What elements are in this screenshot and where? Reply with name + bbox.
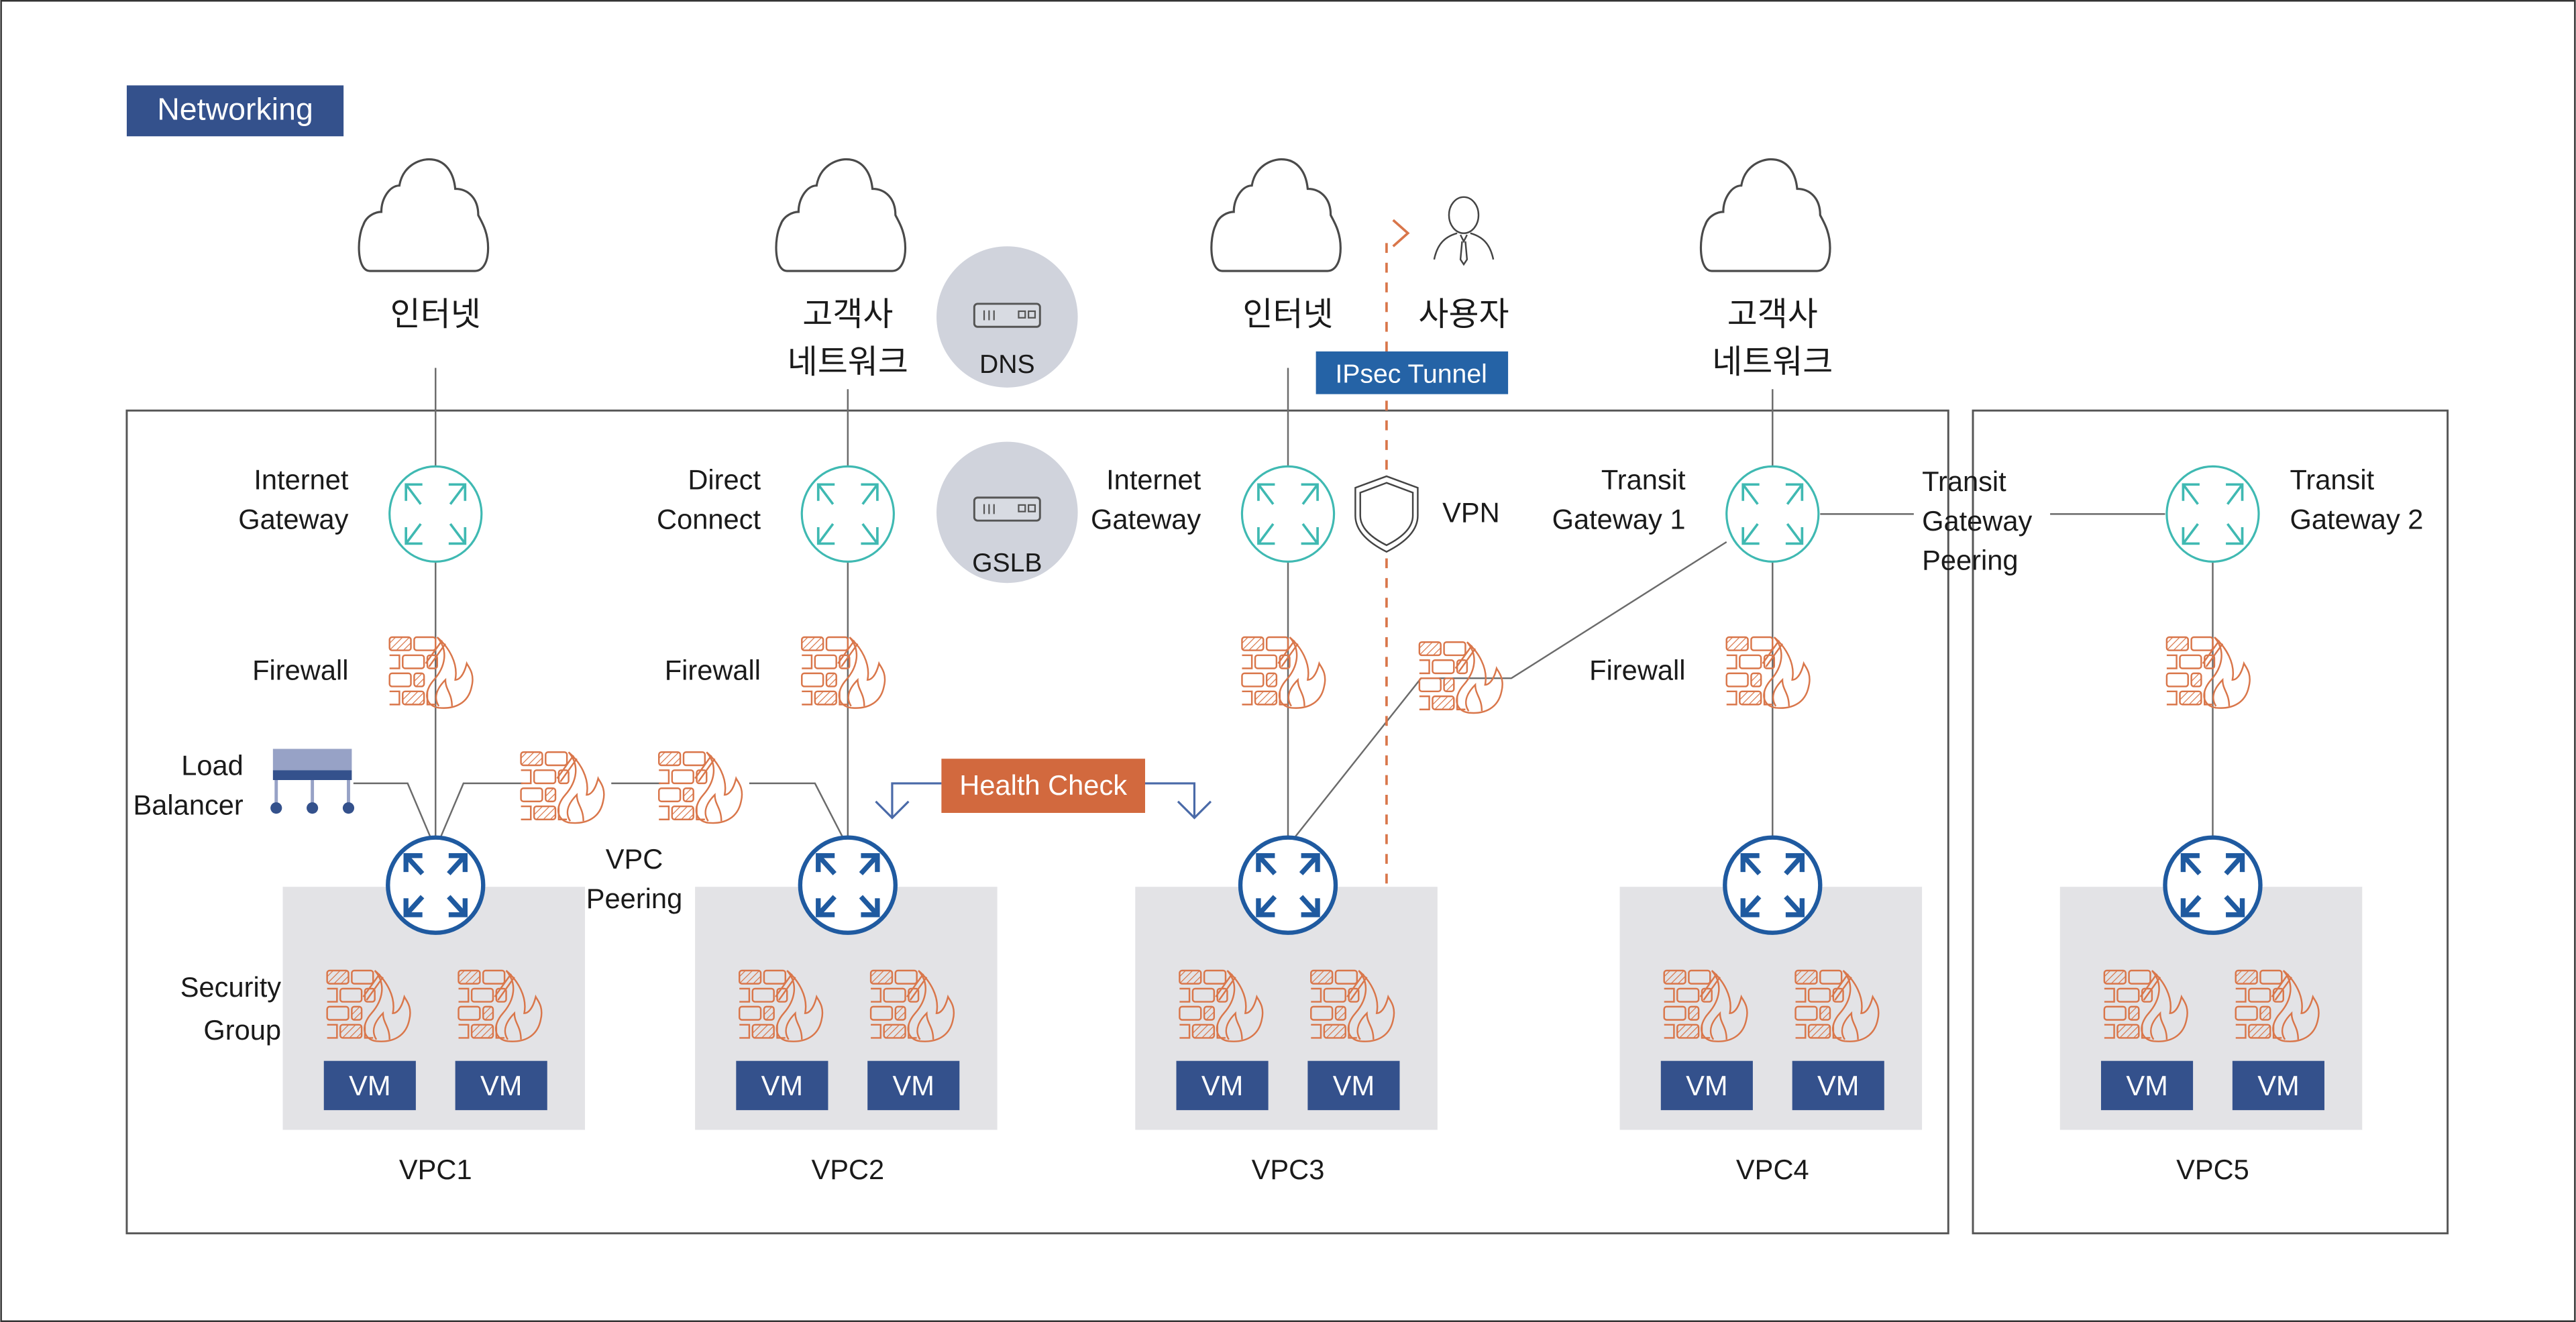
vm-box[interactable]: VM [1307, 1060, 1400, 1111]
vm-label: VM [1817, 1070, 1859, 1101]
internet-gateway-2-label-line2: Gateway [1091, 503, 1201, 535]
customer-net-label-2-line2: 네트워크 [1712, 344, 1833, 380]
vpc-peering-label-line1: VPC [606, 843, 663, 875]
vpc-router-icon [388, 838, 483, 933]
vpc-name-label: VPC2 [811, 1154, 884, 1185]
dns-service: DNS [936, 246, 1078, 388]
vm-label: VM [761, 1070, 803, 1101]
gslb-label: GSLB [972, 549, 1042, 577]
internet-gateway-2-icon [1240, 465, 1336, 563]
vpc-router-icon [800, 838, 896, 933]
gslb-service: GSLB [936, 441, 1078, 584]
load-balancer-icon [270, 749, 355, 814]
health-check-indicator: Health Check [875, 759, 1212, 820]
vpc-name-label: VPC1 [399, 1154, 472, 1185]
tgw-peering-label-line2: Gateway [1922, 505, 2032, 537]
vm-label: VM [2126, 1070, 2167, 1101]
transit-gateway-2-label-line1: Transit [2290, 464, 2375, 496]
section-badge-label: Networking [157, 92, 313, 127]
vpc-peering-label-line2: Peering [586, 883, 682, 914]
transit-gateway-1-label-line1: Transit [1601, 464, 1686, 496]
load-balancer-label-line2: Balancer [133, 789, 244, 820]
vm-box[interactable]: VM [867, 1060, 960, 1111]
firewall-1-label: Firewall [252, 655, 348, 686]
dns-label: DNS [979, 350, 1035, 379]
dns-appliance-icon [973, 302, 1041, 328]
secondary-region-container [1972, 409, 2449, 1235]
vm-label: VM [893, 1070, 934, 1101]
vm-label: VM [1201, 1070, 1243, 1101]
vm-box[interactable]: VM [736, 1060, 828, 1111]
user-label: 사용자 [1418, 296, 1509, 333]
load-balancer-label-line1: Load [181, 750, 244, 781]
vm-box[interactable]: VM [455, 1060, 547, 1111]
vm-label: VM [480, 1070, 522, 1101]
user-icon [1433, 196, 1495, 266]
vpc-router-icon [1725, 838, 1820, 933]
internet-gateway-2-label-line1: Internet [1106, 464, 1201, 496]
vm-box[interactable]: VM [1660, 1060, 1753, 1111]
internet-label-2: 인터넷 [1242, 296, 1333, 333]
direct-connect-label-line2: Connect [657, 503, 761, 535]
internet-label-1: 인터넷 [390, 296, 481, 333]
ipsec-tunnel-tag: IPsec Tunnel [1316, 351, 1509, 394]
section-badge: Networking [126, 85, 344, 137]
vpn-shield-icon [1354, 475, 1419, 553]
gslb-appliance-icon [973, 496, 1041, 522]
customer-net-label-2-line1: 고객사 [1727, 296, 1818, 333]
main-region-container [125, 409, 1949, 1235]
security-group-label-line2: Group [203, 1014, 281, 1046]
vm-box[interactable]: VM [2100, 1060, 2194, 1111]
vpc-name-label: VPC3 [1252, 1154, 1325, 1185]
tgw-peering-label-line3: Peering [1922, 545, 2018, 576]
vpc-name-label: VPC4 [1736, 1154, 1809, 1185]
vpc-1: VM VM VPC1 [282, 838, 586, 1185]
vm-box[interactable]: VM [323, 1060, 416, 1111]
vm-label: VM [1686, 1070, 1727, 1101]
ipsec-tunnel-label: IPsec Tunnel [1335, 360, 1487, 388]
transit-gateway-1-icon [1725, 465, 1820, 563]
vpc-router-icon [2165, 838, 2260, 933]
vpn-label: VPN [1442, 497, 1500, 529]
security-group-label-line1: Security [180, 971, 282, 1003]
vm-label: VM [2257, 1070, 2299, 1101]
customer-net-label-1-line2: 네트워크 [788, 344, 908, 380]
vm-box[interactable]: VM [1176, 1060, 1269, 1111]
tgw-peering-label-line1: Transit [1922, 465, 2006, 497]
direct-connect-icon [800, 465, 896, 563]
vpc-5: VM VM VPC5 [2059, 838, 2363, 1185]
firewall-4-label: Firewall [1589, 655, 1685, 686]
health-check-label: Health Check [959, 769, 1127, 801]
vm-label: VM [1333, 1070, 1375, 1101]
direct-connect-label-line1: Direct [688, 464, 761, 496]
vm-label: VM [349, 1070, 390, 1101]
vpc-2: VM VM VPC2 [695, 838, 998, 1185]
vpc-3: VM VM VPC3 [1135, 838, 1438, 1185]
internet-gateway-1-label-line1: Internet [254, 464, 349, 496]
vpc-name-label: VPC5 [2176, 1154, 2249, 1185]
internet-gateway-1-label-line2: Gateway [238, 503, 348, 535]
vpc-router-icon [1240, 838, 1336, 933]
firewall-2-label: Firewall [665, 655, 761, 686]
vpc-4: VM VM VPC4 [1619, 838, 1923, 1185]
internet-gateway-1-icon [388, 465, 483, 563]
vm-box[interactable]: VM [2232, 1060, 2324, 1111]
transit-gateway-2-icon [2165, 465, 2260, 563]
transit-gateway-1-label-line2: Gateway 1 [1552, 503, 1686, 535]
vm-box[interactable]: VM [1792, 1060, 1884, 1111]
customer-net-label-1-line1: 고객사 [802, 296, 893, 333]
transit-gateway-2-label-line2: Gateway 2 [2290, 503, 2424, 535]
